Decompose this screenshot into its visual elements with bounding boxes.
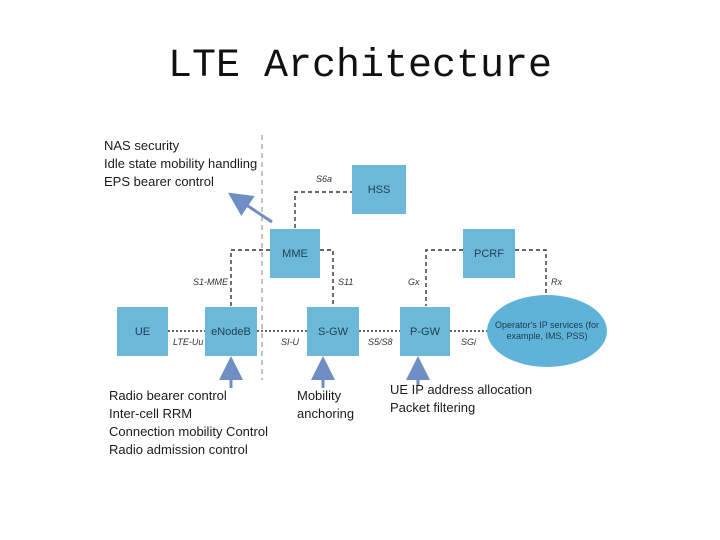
mme-node: MME xyxy=(270,229,320,278)
arrow-mme-functions xyxy=(228,192,273,224)
link-mme-hss xyxy=(294,191,352,228)
mme-function-list: NAS security Idle state mobility handlin… xyxy=(104,137,257,191)
pgw-function-item: UE IP address allocation xyxy=(390,382,533,397)
link-enodeb-mme xyxy=(230,249,270,306)
iface-label-s11: S11 xyxy=(338,277,354,287)
ue-node: UE xyxy=(117,307,168,356)
hss-node: HSS xyxy=(352,165,406,214)
iface-label-lte-uu: LTE-Uu xyxy=(173,337,204,347)
link-pcrf-operator xyxy=(515,249,547,296)
mme-function-item: NAS security xyxy=(104,138,180,153)
enodeb-function-item: Radio admission control xyxy=(109,442,248,457)
enodeb-function-item: Inter-cell RRM xyxy=(109,406,193,421)
pgw-function-list: UE IP address allocation Packet filterin… xyxy=(390,381,532,417)
iface-label-s6a: S6a xyxy=(316,174,333,184)
pgw-function-item: Packet filtering xyxy=(390,400,476,415)
iface-label-rx: Rx xyxy=(551,277,562,287)
mme-function-item: Idle state mobility handling xyxy=(104,156,258,171)
enodeb-function-item: Radio bearer control xyxy=(109,388,227,403)
iface-label-gx: Gx xyxy=(408,277,420,287)
iface-label-s1-mme: S1-MME xyxy=(193,277,229,287)
sgw-function-item: Mobility xyxy=(297,388,342,403)
enodeb-function-list: Radio bearer control Inter-cell RRM Conn… xyxy=(109,387,268,459)
iface-label-s5-s8: S5/S8 xyxy=(368,337,393,347)
pgw-node: P-GW xyxy=(400,307,450,356)
sgw-node: S-GW xyxy=(307,307,359,356)
sgw-function-list: Mobility anchoring xyxy=(297,387,354,423)
enodeb-function-item: Connection mobility Control xyxy=(109,424,268,439)
link-mme-sgw xyxy=(320,249,334,306)
iface-label-s1-u: SI-U xyxy=(281,337,299,347)
enodeb-node: eNodeB xyxy=(205,307,257,356)
mme-function-item: EPS bearer control xyxy=(104,174,214,189)
sgw-function-item: anchoring xyxy=(297,406,355,421)
operator-ip-services-node: Operator's IP services (for example, IMS… xyxy=(487,295,607,367)
pcrf-node: PCRF xyxy=(463,229,515,278)
slide-title: LTE Architecture xyxy=(167,44,553,89)
iface-label-sgi: SGi xyxy=(461,337,477,347)
link-pcrf-pgw xyxy=(425,249,463,306)
